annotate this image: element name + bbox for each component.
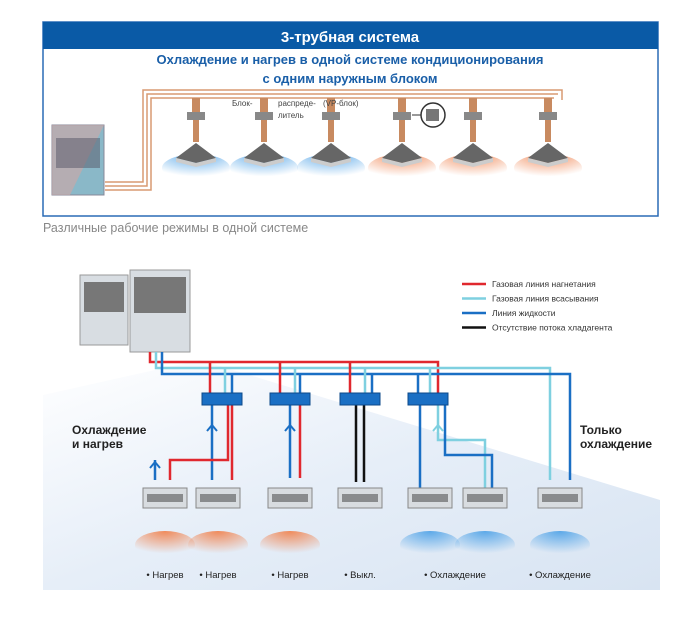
cool-airflow xyxy=(530,531,590,559)
heat-airflow xyxy=(135,531,195,559)
subtitle-line2: с одним наружным блоком xyxy=(262,71,437,86)
top-panel: 3-трубная система Охлаждение и нагрев в … xyxy=(42,21,659,217)
outdoor-unit-icon xyxy=(51,124,105,196)
legend-label: Газовая линия всасывания xyxy=(492,294,599,304)
refrigerant-pipes xyxy=(148,352,572,488)
mode-label: • Охлаждение xyxy=(424,570,486,581)
indoor-unit-icon xyxy=(407,487,453,509)
pipe xyxy=(154,352,552,480)
indoor-unit-icon xyxy=(537,487,583,509)
pipe xyxy=(443,405,494,488)
indoor-unit-icon xyxy=(462,487,508,509)
controller-icon xyxy=(412,102,446,128)
pipe xyxy=(223,368,432,395)
label-cooling-only: Только xyxy=(580,423,622,437)
heat-airflow xyxy=(188,531,248,559)
mode-label: • Нагрев xyxy=(146,570,183,581)
panel-title: 3-трубная система xyxy=(281,29,420,46)
mode-label: • Выкл. xyxy=(344,570,376,581)
legend-label: Линия жидкости xyxy=(492,308,556,318)
indoor-unit-icon xyxy=(267,487,313,509)
floor-background xyxy=(43,360,660,590)
distributor-box-icon xyxy=(407,392,449,406)
indoor-unit-icon xyxy=(142,487,188,509)
mode-label: • Нагрев xyxy=(271,570,308,581)
flow-arrow-icon xyxy=(284,423,296,432)
cassette-unit-icon xyxy=(162,98,230,182)
flow-arrow-icon xyxy=(206,423,218,432)
outdoor-units-icon xyxy=(79,269,191,353)
pipe xyxy=(436,405,487,488)
pipe xyxy=(208,362,352,395)
distributor-box-icon xyxy=(339,392,381,406)
pipe xyxy=(148,352,440,395)
distributor-box-icon xyxy=(201,392,243,406)
pipe xyxy=(230,374,420,395)
label-cooling-heating-2: и нагрев xyxy=(72,437,123,451)
legend-label: Газовая линия нагнетания xyxy=(492,279,596,289)
cassette-unit-icon xyxy=(368,98,436,182)
cool-airflow xyxy=(400,531,460,559)
flow-arrow-icon xyxy=(432,423,444,432)
label-distributor: распреде- xyxy=(278,99,316,108)
label-cooling-heating: Охлаждение xyxy=(72,423,147,437)
indoor-unit-icon xyxy=(337,487,383,509)
header-bar xyxy=(43,22,658,49)
heat-airflow xyxy=(260,531,320,559)
pipe-network xyxy=(105,89,563,191)
mode-label: • Нагрев xyxy=(199,570,236,581)
flow-arrow-icon xyxy=(149,460,161,469)
label-vp-block: (VP-блок) xyxy=(323,99,359,108)
label-cooling-only-2: охлаждение xyxy=(580,437,652,451)
cassette-unit-icon xyxy=(514,98,582,182)
label-block: Блок- xyxy=(232,99,253,108)
indoor-unit-icon xyxy=(195,487,241,509)
legend-label: Отсутствие потока хладагента xyxy=(492,323,613,333)
distributor-box-icon xyxy=(269,392,311,406)
section-caption: Различные рабочие режимы в одной системе xyxy=(43,221,308,235)
cassette-unit-icon xyxy=(230,98,298,182)
cool-airflow xyxy=(455,531,515,559)
label-distributor-end: литель xyxy=(278,111,304,120)
pipe xyxy=(168,405,230,480)
mode-label: • Охлаждение xyxy=(529,570,591,581)
cassette-unit-icon xyxy=(439,98,507,182)
subtitle-line1: Охлаждение и нагрев в одной системе конд… xyxy=(157,52,544,67)
cassette-unit-icon xyxy=(297,98,365,182)
